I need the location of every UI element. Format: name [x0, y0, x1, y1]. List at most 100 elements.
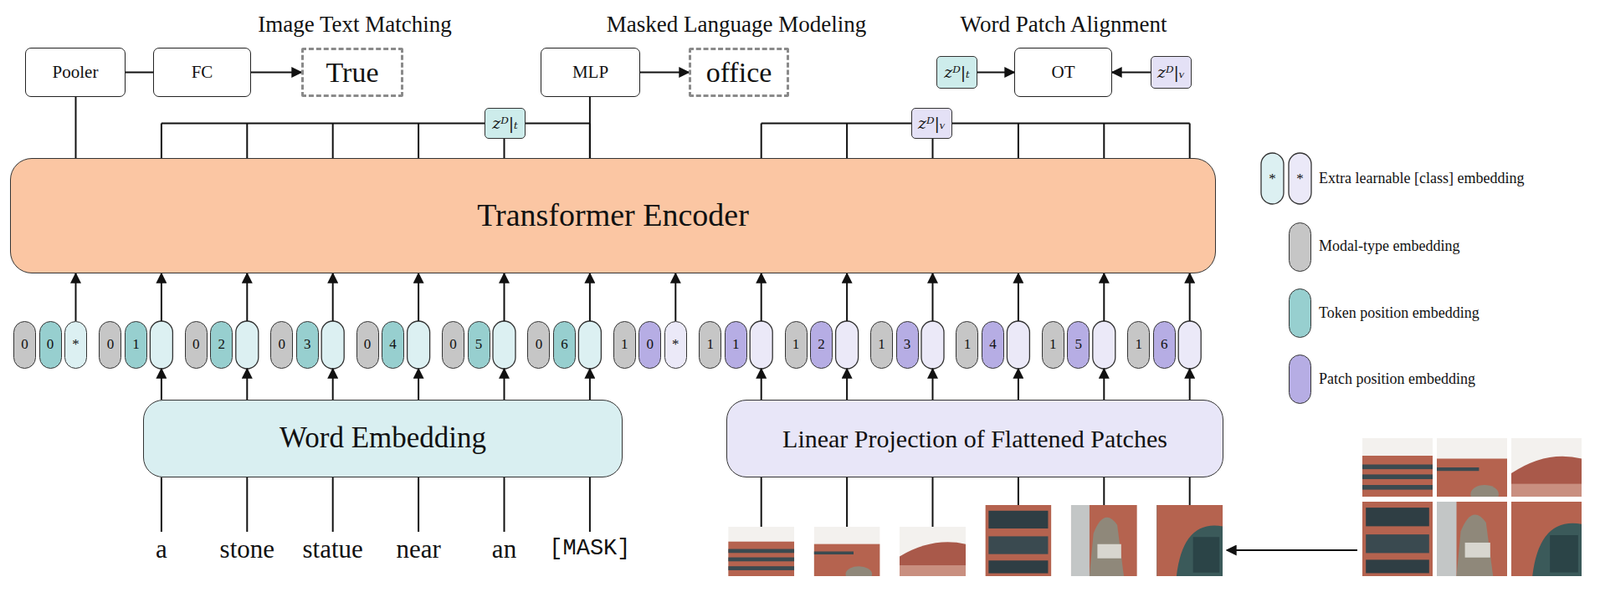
- input-word: an: [492, 535, 517, 565]
- ot-box: OT: [1014, 47, 1113, 98]
- blank-token-pills: [149, 321, 1201, 370]
- connector: [846, 273, 848, 322]
- image-patch: [1071, 505, 1138, 577]
- connector: [417, 369, 420, 400]
- connector: [1112, 71, 1151, 74]
- image-patches: [728, 505, 1223, 583]
- word-line: [160, 477, 163, 533]
- connector: [1102, 273, 1105, 322]
- node-text: 5: [1075, 337, 1083, 354]
- node-text: 1: [1049, 337, 1057, 354]
- class-token-pill: *: [64, 321, 88, 370]
- modal-type-pill: 1: [613, 321, 636, 370]
- transformer-encoder: Transformer Encoder: [10, 158, 1216, 274]
- legend-pill: [1288, 153, 1312, 205]
- connector: [503, 273, 506, 322]
- connector: [977, 71, 1015, 74]
- patch-position-pill: 5: [1066, 321, 1090, 370]
- modal-type-pill: 1: [698, 321, 722, 370]
- patch-token-pill: [749, 321, 773, 370]
- token-position-pill: 4: [381, 321, 405, 370]
- node-text: zᴰ|ₜ: [943, 63, 970, 82]
- modal-type-pill: 0: [13, 321, 36, 370]
- connector: [417, 273, 420, 322]
- node-text: MLP: [572, 62, 609, 83]
- node-text: 1: [1134, 337, 1143, 354]
- token-position-pill: 5: [467, 321, 491, 370]
- node-text: 0: [277, 337, 286, 354]
- node-text: Word Embedding: [279, 422, 487, 456]
- modal-type-pill: 1: [784, 321, 808, 370]
- token-position-pill: 1: [124, 321, 148, 370]
- task-heading: Word Patch Alignment: [960, 12, 1168, 38]
- connector: [160, 273, 163, 322]
- word-token-pill: [321, 321, 344, 370]
- node-text: office: [706, 56, 773, 88]
- modal-type-pill: 0: [270, 321, 293, 370]
- word-line: [589, 477, 591, 533]
- input-image: [1362, 438, 1582, 577]
- image-patch: [814, 527, 881, 583]
- legend-class-sample: [1261, 153, 1312, 205]
- node-text: True: [326, 56, 380, 88]
- word-token-pill: [578, 321, 601, 370]
- node-text: 3: [303, 337, 312, 354]
- node-text: zᴰ|ᵥ: [1157, 63, 1185, 82]
- legend-text: Extra learnable [class] embedding: [1318, 170, 1524, 188]
- image-tile: [1362, 502, 1433, 577]
- patch-line: [1102, 477, 1105, 506]
- pooler-box: Pooler: [25, 47, 126, 98]
- connector: [251, 71, 302, 74]
- image-feature-box: zᴰ|ᵥ: [1150, 56, 1192, 89]
- connector: [760, 369, 763, 400]
- node-text: FC: [191, 62, 214, 83]
- output-box: office: [688, 47, 790, 98]
- connector: [246, 273, 248, 322]
- node-text: zᴰ|ₜ: [492, 114, 518, 133]
- node-text: *: [71, 337, 80, 354]
- connector: [75, 97, 77, 159]
- task-heading: Masked Language Modeling: [606, 12, 867, 38]
- connector: [160, 369, 163, 400]
- node-text: 1: [706, 337, 714, 354]
- text-feature-box: zᴰ|ₜ: [484, 107, 526, 139]
- output-box: True: [301, 47, 404, 98]
- token-position-pill: 0: [39, 321, 62, 370]
- input-word: a: [155, 535, 168, 565]
- node-text: *: [671, 337, 680, 354]
- connector: [1189, 273, 1191, 322]
- connector: [846, 369, 848, 400]
- node-text: Pooler: [52, 62, 99, 83]
- node-text: 0: [364, 337, 372, 354]
- node-text: 4: [389, 337, 397, 354]
- word-line: [332, 477, 334, 533]
- patch-line: [1189, 477, 1191, 506]
- node-text: 1: [620, 337, 629, 354]
- image-tile: [1436, 502, 1508, 577]
- input-word: stone: [220, 535, 275, 565]
- node-text: 1: [964, 337, 972, 354]
- node-text: 4: [989, 337, 997, 354]
- patch-token-pill: [1178, 321, 1201, 370]
- input-word: statue: [302, 535, 364, 565]
- node-text: 2: [218, 337, 226, 354]
- connector: [589, 273, 591, 322]
- connector: [332, 273, 334, 322]
- node-text: 1: [132, 337, 140, 354]
- node-text: 0: [46, 337, 55, 354]
- legend-swatch: [1288, 288, 1312, 339]
- connector: [503, 369, 506, 400]
- legend-pill: [1261, 153, 1284, 205]
- node-text: 0: [646, 337, 655, 354]
- legend-symbol: *: [1268, 170, 1277, 187]
- connector: [932, 273, 934, 322]
- patch-token-pill: [1092, 321, 1116, 370]
- node-text: zᴰ|ᵥ: [917, 114, 946, 133]
- word-token-pill: [149, 321, 173, 370]
- patch-line: [846, 477, 848, 528]
- image-patch: [899, 527, 966, 577]
- legend-text: Modal-type embedding: [1318, 238, 1460, 256]
- word-line: [246, 477, 248, 533]
- modal-type-pill: 1: [1127, 321, 1150, 370]
